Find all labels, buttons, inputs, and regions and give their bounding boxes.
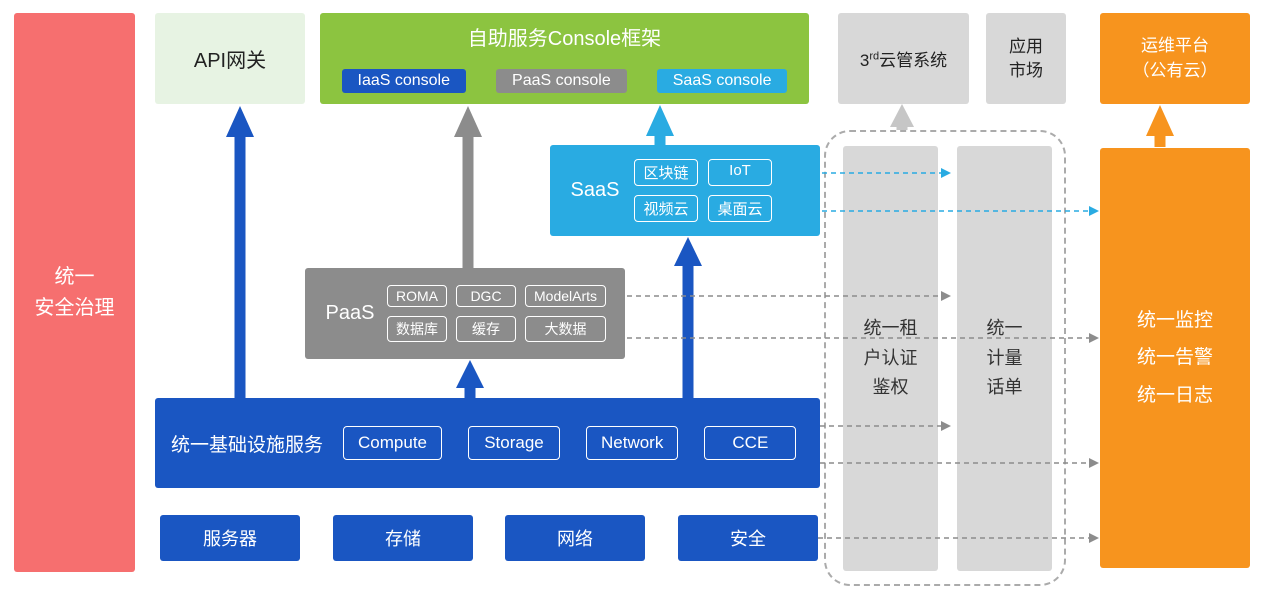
saas-item-iot: IoT xyxy=(708,159,772,186)
ops-platform-box: 运维平台 （公有云） xyxy=(1100,13,1250,104)
paas-item-modelarts: ModelArts xyxy=(525,285,607,307)
third-party-cloud-box: 3rd云管系统 xyxy=(838,13,969,104)
paas-item-bigdata: 大数据 xyxy=(525,316,607,342)
auth-metering-dashed-container xyxy=(824,130,1066,586)
arrow-saas-to-console xyxy=(646,105,674,146)
arrow-authbox-to-third-cloud xyxy=(890,104,914,130)
app-market-box: 应用 市场 xyxy=(986,13,1066,104)
saas-console-chip: SaaS console xyxy=(656,69,788,93)
third-party-cloud-sup: rd xyxy=(869,50,880,63)
console-chips-row: IaaS console PaaS console SaaS console xyxy=(341,69,788,93)
iaas-console-chip: IaaS console xyxy=(341,69,467,93)
saas-items-grid: 区块链 IoT 视频云 桌面云 xyxy=(634,159,772,222)
infrastructure-box: 统一基础设施服务 Compute Storage Network CCE xyxy=(155,398,820,488)
third-party-cloud-label: 3rd云管系统 xyxy=(860,46,947,71)
paas-item-database: 数据库 xyxy=(387,316,447,342)
arrow-paas-to-console xyxy=(454,106,482,268)
infrastructure-items-row: Compute Storage Network CCE xyxy=(343,426,797,460)
saas-label: SaaS xyxy=(570,179,620,201)
arrow-infra-to-api-gateway xyxy=(226,106,254,398)
hardware-box-network: 网络 xyxy=(505,515,645,561)
infra-item-storage: Storage xyxy=(468,426,560,460)
paas-items-grid: ROMA DGC ModelArts 数据库 缓存 大数据 xyxy=(387,285,607,342)
saas-item-blockchain: 区块链 xyxy=(634,159,698,186)
arrow-infra-to-paas xyxy=(456,360,484,398)
paas-item-roma: ROMA xyxy=(387,285,447,307)
infrastructure-label: 统一基础设施服务 xyxy=(171,434,324,456)
infra-item-compute: Compute xyxy=(343,426,442,460)
arrow-infra-to-saas xyxy=(674,237,702,398)
hardware-box-storage: 存储 xyxy=(333,515,473,561)
security-governance-bar: 统一 安全治理 xyxy=(14,13,135,572)
saas-box: SaaS 区块链 IoT 视频云 桌面云 xyxy=(550,145,820,236)
tenant-auth-bar: 统一租 户认证 鉴权 xyxy=(843,146,938,571)
paas-item-cache: 缓存 xyxy=(456,316,516,342)
infra-item-network: Network xyxy=(586,426,679,460)
paas-box: PaaS ROMA DGC ModelArts 数据库 缓存 大数据 xyxy=(305,268,625,359)
monitoring-alert-log-bar: 统一监控 统一告警 统一日志 xyxy=(1100,148,1250,568)
paas-console-chip: PaaS console xyxy=(496,69,627,93)
saas-item-desktop-cloud: 桌面云 xyxy=(708,195,772,222)
paas-label: PaaS xyxy=(325,302,375,324)
console-framework-box: 自助服务Console框架 IaaS console PaaS console … xyxy=(320,13,809,104)
paas-item-dgc: DGC xyxy=(456,285,516,307)
third-party-cloud-rest: 云管系统 xyxy=(879,51,948,70)
console-framework-title: 自助服务Console框架 xyxy=(467,28,662,50)
arrow-monitoring-to-ops xyxy=(1146,105,1174,147)
metering-bar: 统一 计量 话单 xyxy=(957,146,1052,571)
saas-item-video-cloud: 视频云 xyxy=(634,195,698,222)
hardware-box-security: 安全 xyxy=(678,515,818,561)
api-gateway-box: API网关 xyxy=(155,13,305,104)
infra-item-cce: CCE xyxy=(704,426,797,460)
third-party-cloud-num: 3 xyxy=(859,51,870,70)
hardware-box-server: 服务器 xyxy=(160,515,300,561)
